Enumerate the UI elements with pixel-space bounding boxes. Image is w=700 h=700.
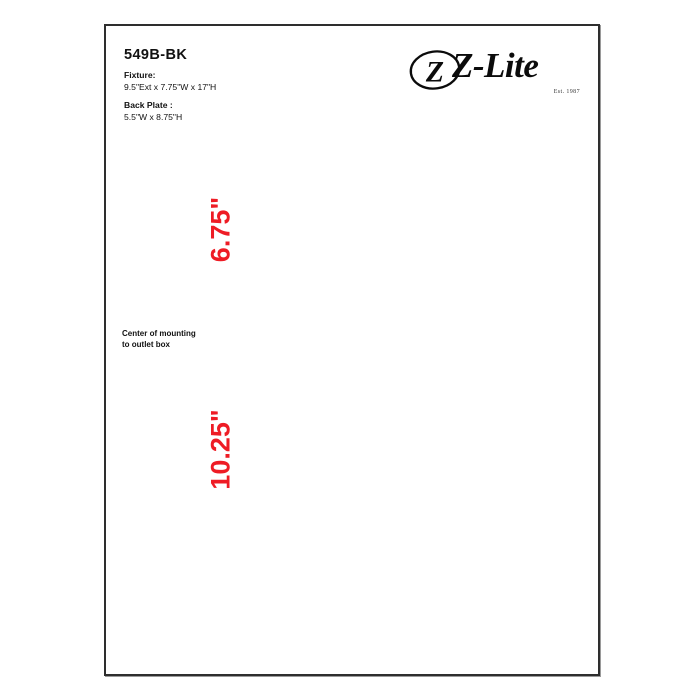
dimension-label-upper: 6.75" <box>205 196 236 263</box>
brand-logo: Z Z-Lite Est. 1987 <box>408 42 588 108</box>
page-title: 549B-BK <box>124 47 188 63</box>
sheet-header: 549B-BK Fixture: 9.5"Ext x 7.75"W x 17"H… <box>106 26 602 130</box>
mounting-note-line-1: Center of mounting <box>122 329 196 338</box>
spec-fixture-label: Fixture: <box>124 70 156 80</box>
mounting-note-line-2: to outlet box <box>122 339 170 349</box>
brand-established: Est. 1987 <box>553 89 580 95</box>
spec-back-plate-value: 5.5"W x 8.75"H <box>124 111 183 122</box>
dimension-label-lower: 10.25" <box>205 409 236 490</box>
page-border: 549B-BK Fixture: 9.5"Ext x 7.75"W x 17"H… <box>104 24 600 676</box>
mounting-note: Center of mounting to outlet box <box>122 329 196 350</box>
z-monogram-icon: Z <box>409 50 461 90</box>
svg-text:Z: Z <box>425 57 444 89</box>
brand-wordmark: Z-Lite <box>452 46 539 85</box>
spec-back-plate: Back Plate : 5.5"W x 8.75"H <box>124 100 182 123</box>
spec-fixture-value: 9.5"Ext x 7.75"W x 17"H <box>124 81 217 92</box>
spec-fixture: Fixture: 9.5"Ext x 7.75"W x 17"H <box>124 70 216 93</box>
spec-back-plate-label: Back Plate : <box>124 100 173 110</box>
